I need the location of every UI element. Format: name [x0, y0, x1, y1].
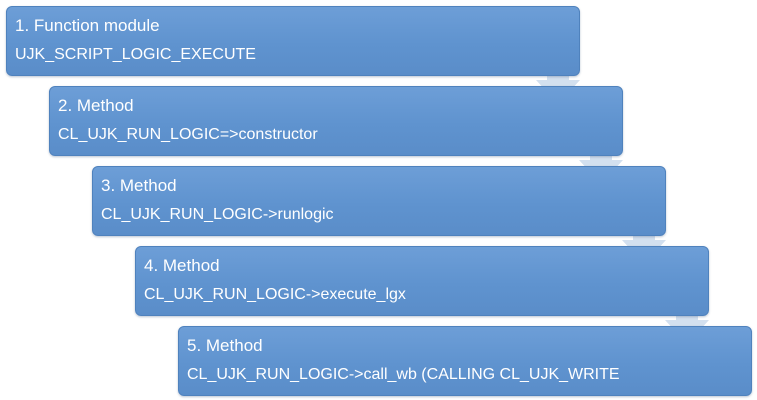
- step-title: 2. Method: [58, 96, 134, 115]
- step-4-box: 4. Method CL_UJK_RUN_LOGIC->execute_lgx: [135, 246, 709, 316]
- step-detail: UJK_SCRIPT_LOGIC_EXECUTE: [15, 46, 256, 63]
- step-title: 1. Function module: [15, 16, 160, 35]
- step-3-box: 3. Method CL_UJK_RUN_LOGIC->runlogic: [92, 166, 666, 236]
- step-2-box: 2. Method CL_UJK_RUN_LOGIC=>constructor: [49, 86, 623, 156]
- step-detail: CL_UJK_RUN_LOGIC->runlogic: [101, 206, 334, 223]
- step-title: 3. Method: [101, 176, 177, 195]
- step-detail: CL_UJK_RUN_LOGIC->execute_lgx: [144, 286, 406, 303]
- step-title: 5. Method: [187, 336, 263, 355]
- step-detail: CL_UJK_RUN_LOGIC->call_wb (CALLING CL_UJ…: [187, 366, 620, 383]
- step-title: 4. Method: [144, 256, 220, 275]
- step-1-box: 1. Function module UJK_SCRIPT_LOGIC_EXEC…: [6, 6, 580, 76]
- step-5-box: 5. Method CL_UJK_RUN_LOGIC->call_wb (CAL…: [178, 326, 752, 396]
- step-detail: CL_UJK_RUN_LOGIC=>constructor: [58, 126, 318, 143]
